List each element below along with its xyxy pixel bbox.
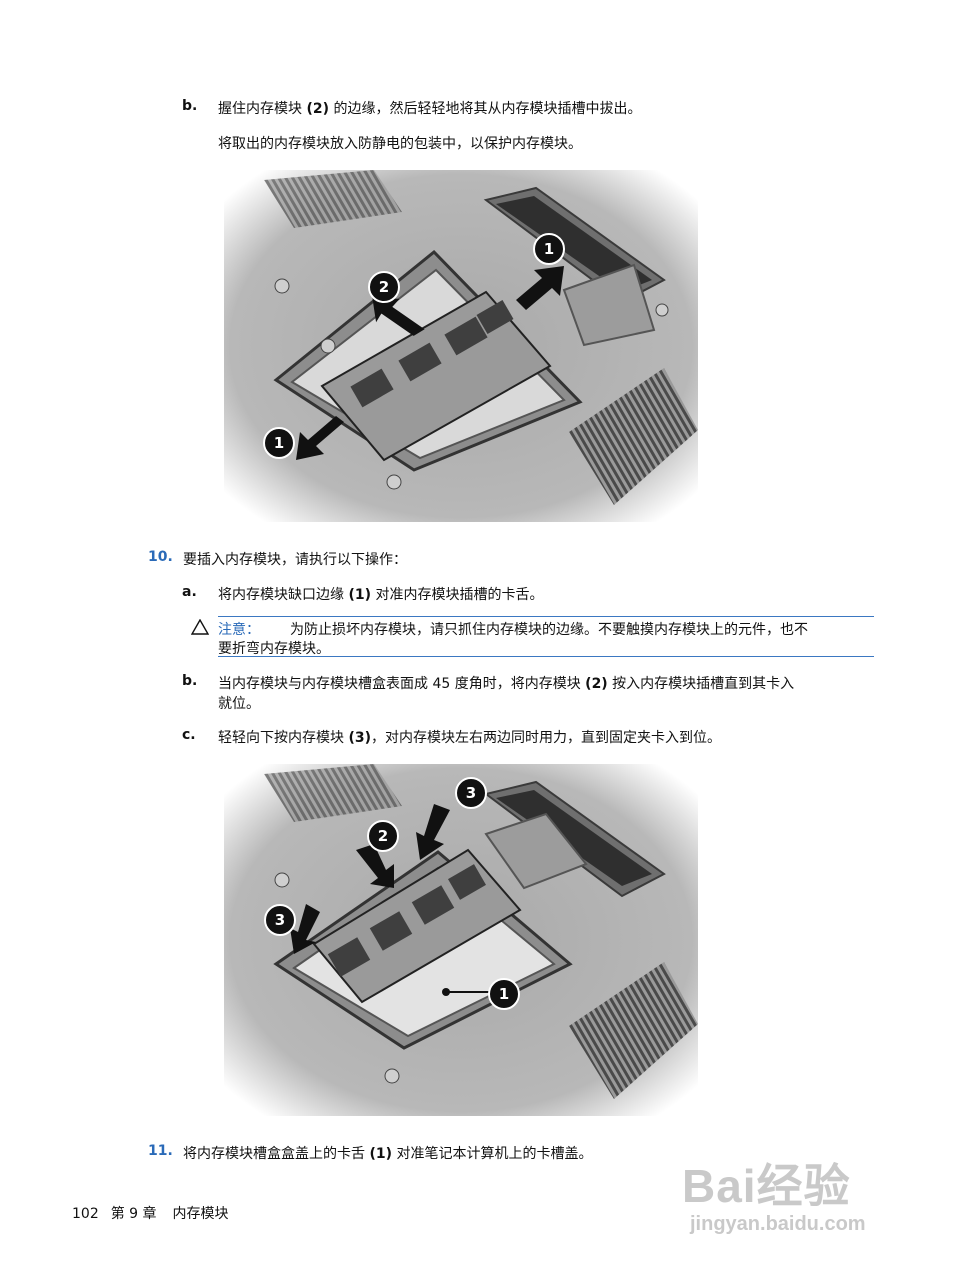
- baidu-watermark-url: jingyan.baidu.com: [690, 1213, 866, 1235]
- ref-marker: (2): [585, 676, 608, 692]
- step-10c-text: 轻轻向下按内存模块 (3)，对内存模块左右两边同时用力，直到固定夹卡入到位。: [218, 727, 721, 747]
- callout-marker: 3: [455, 777, 487, 809]
- step-11-text: 将内存模块槽盒盒盖上的卡舌 (1) 对准笔记本计算机上的卡槽盖。: [183, 1143, 592, 1163]
- ref-marker: (1): [369, 1146, 392, 1162]
- text-segment: 对准笔记本计算机上的卡槽盖。: [392, 1146, 593, 1162]
- page-number: 102: [72, 1206, 99, 1222]
- baidu-watermark-logo: Bai经验: [682, 1160, 851, 1212]
- caution-text: 为防止损坏内存模块，请只抓住内存模块的边缘。不要触摸内存模块上的元件，也不: [290, 622, 808, 638]
- caution-triangle-icon: [190, 618, 210, 635]
- caution-top-rule: [218, 616, 874, 617]
- memory-insertion-illustration: 3 2 3 1: [224, 764, 698, 1116]
- ref-marker: (3): [348, 730, 371, 746]
- text-segment: 将内存模块槽盒盒盖上的卡舌: [183, 1146, 370, 1162]
- caution-line-1: 注意： 为防止损坏内存模块，请只抓住内存模块的边缘。不要触摸内存模块上的元件，也不: [218, 619, 808, 639]
- step-9b-text: 握住内存模块 (2) 的边缘，然后轻轻地将其从内存模块插槽中拔出。: [218, 98, 641, 118]
- text-segment: 按入内存模块插槽直到其卡入: [607, 676, 795, 692]
- text-segment: ，对内存模块左右两边同时用力，直到固定夹卡入到位。: [371, 730, 721, 746]
- step-10a-text: 将内存模块缺口边缘 (1) 对准内存模块插槽的卡舌。: [218, 584, 543, 604]
- callout-marker: 1: [488, 978, 520, 1010]
- step-number: 10.: [148, 549, 173, 565]
- ref-marker: (2): [306, 101, 329, 117]
- step-label: a.: [182, 584, 197, 600]
- laptop-underside-drawing: [224, 170, 698, 522]
- callout-marker: 1: [263, 427, 295, 459]
- laptop-underside-drawing: [224, 764, 698, 1116]
- caution-bottom-rule: [218, 656, 874, 657]
- callout-marker: 2: [367, 820, 399, 852]
- step-label: b.: [182, 98, 198, 114]
- step-label: b.: [182, 673, 198, 689]
- callout-marker: 3: [264, 904, 296, 936]
- chapter-title: 内存模块: [172, 1206, 229, 1222]
- memory-removal-illustration: 1 2 1: [224, 170, 698, 522]
- text-segment: 轻轻向下按内存模块: [218, 730, 349, 746]
- callout-marker: 2: [368, 271, 400, 303]
- text-segment: 握住内存模块: [218, 101, 307, 117]
- step-10-text: 要插入内存模块，请执行以下操作：: [183, 552, 407, 568]
- text-segment: 当内存模块与内存模块槽盒表面成 45 度角时，将内存模块: [218, 676, 586, 692]
- ref-marker: (1): [348, 587, 371, 603]
- text-segment: 的边缘，然后轻轻地将其从内存模块插槽中拔出。: [329, 101, 642, 117]
- step-10b-text: 当内存模块与内存模块槽盒表面成 45 度角时，将内存模块 (2) 按入内存模块插…: [218, 673, 794, 693]
- page-footer: 102 第 9 章内存模块: [72, 1203, 229, 1223]
- text-segment: 将内存模块缺口边缘: [218, 587, 349, 603]
- step-10b-line-2: 就位。: [218, 696, 260, 712]
- text-segment: 对准内存模块插槽的卡舌。: [371, 587, 544, 603]
- caution-line-2: 要折弯内存模块。: [218, 641, 330, 657]
- caution-label: 注意：: [218, 622, 260, 638]
- callout-marker: 1: [533, 233, 565, 265]
- chapter-number: 第 9 章: [110, 1206, 157, 1222]
- step-9b-note: 将取出的内存模块放入防静电的包装中，以保护内存模块。: [218, 136, 582, 152]
- step-9b: b.: [182, 98, 197, 114]
- step-number: 11.: [148, 1143, 173, 1159]
- step-label: c.: [182, 727, 196, 743]
